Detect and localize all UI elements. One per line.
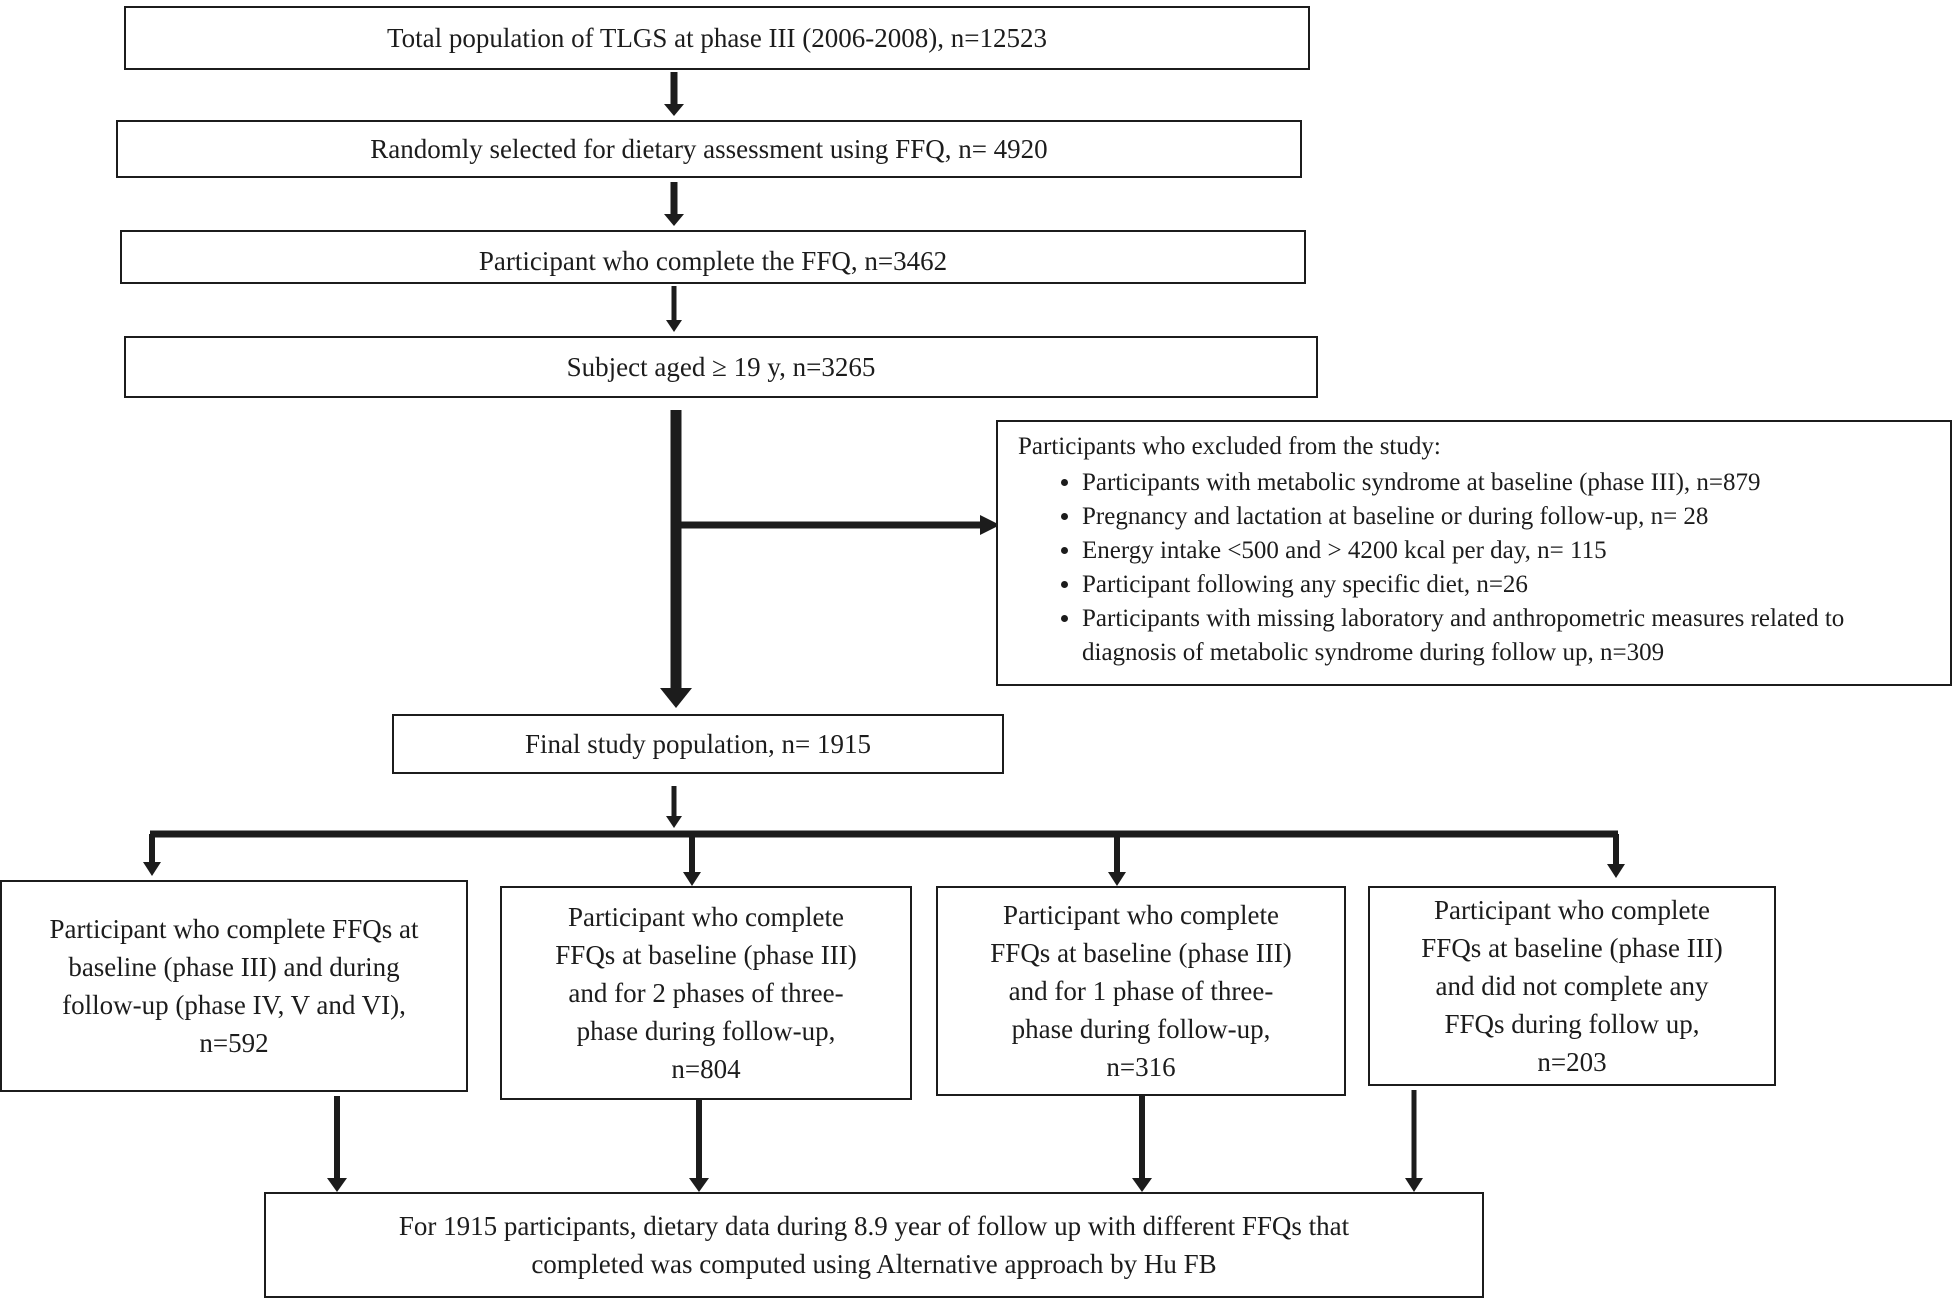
exclusion-box: Participants who excluded from the study… — [996, 420, 1952, 686]
completed-ffq-text: Participant who complete the FFQ, n=3462 — [478, 246, 948, 276]
dietary-data-box: For 1915 participants, dietary data duri… — [264, 1192, 1484, 1298]
group-box-one-phase: Participant who complete FFQs at baselin… — [936, 886, 1346, 1096]
group-box-all-phases: Participant who complete FFQs at baselin… — [0, 880, 468, 1092]
final-population-text: Final study population, n= 1915 — [525, 729, 871, 759]
exclusion-title: Participants who excluded from the study… — [1018, 433, 1441, 460]
exclusion-item: Participants with missing laboratory and… — [1082, 602, 1930, 670]
final-population-box: Final study population, n= 1915 — [392, 714, 1004, 774]
exclusion-item: Energy intake <500 and > 4200 kcal per d… — [1082, 534, 1930, 568]
exclusion-item: Participants with metabolic syndrome at … — [1082, 466, 1930, 500]
completed-ffq-box: Participant who complete the FFQ, n=3462 — [120, 230, 1306, 284]
exclusion-list: Participants with metabolic syndrome at … — [1018, 466, 1930, 670]
total-population-text: Total population of TLGS at phase III (2… — [387, 23, 1047, 53]
group-box-two-phases: Participant who complete FFQs at baselin… — [500, 886, 912, 1100]
random-selection-text: Randomly selected for dietary assessment… — [370, 134, 1048, 164]
group-box-no-followup: Participant who complete FFQs at baselin… — [1368, 886, 1776, 1086]
exclusion-item: Participant following any specific diet,… — [1082, 568, 1930, 602]
aged-text: Subject aged ≥ 19 y, n=3265 — [566, 352, 876, 382]
aged-box: Subject aged ≥ 19 y, n=3265 — [124, 336, 1318, 398]
random-selection-box: Randomly selected for dietary assessment… — [116, 120, 1302, 178]
exclusion-item: Pregnancy and lactation at baseline or d… — [1082, 500, 1930, 534]
total-population-box: Total population of TLGS at phase III (2… — [124, 6, 1310, 70]
